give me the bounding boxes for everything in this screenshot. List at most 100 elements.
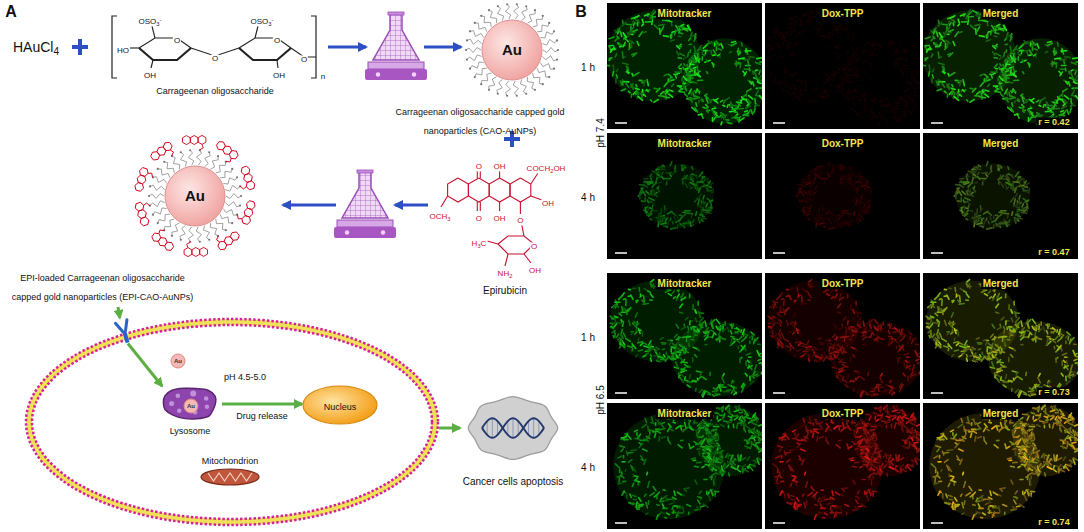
mito-signal	[913, 78, 918, 81]
sugar-chain	[537, 68, 549, 77]
mito-signal	[1064, 100, 1067, 103]
sugar-chain	[150, 201, 165, 207]
mito-signal	[1011, 73, 1014, 75]
mito-signal	[673, 172, 675, 175]
mito-signal	[678, 35, 681, 37]
drug-ring	[215, 140, 227, 152]
mito-signal	[856, 74, 858, 77]
mito-signal	[639, 193, 641, 199]
mito-signal	[878, 122, 881, 125]
mito-signal	[970, 100, 974, 103]
mito-signal	[919, 78, 920, 81]
mito-signal	[938, 63, 944, 64]
sugar-end	[480, 83, 482, 85]
mito-signal	[656, 168, 659, 170]
mito-signal	[892, 111, 895, 113]
mito-signal	[820, 217, 823, 219]
mito-signal	[858, 218, 864, 220]
mito-signal	[738, 108, 743, 110]
mito-signal	[618, 44, 622, 45]
gold-core	[165, 166, 225, 226]
mito-signal	[874, 46, 876, 50]
drug-tail	[240, 184, 246, 190]
mito-signal	[643, 185, 647, 187]
mito-signal	[1061, 50, 1067, 52]
mito-signal	[823, 220, 824, 222]
mito-signal	[802, 198, 804, 201]
mito-signal	[784, 23, 789, 25]
mito-signal	[699, 48, 702, 51]
sugar-chain	[470, 62, 484, 69]
mito-signal	[949, 30, 953, 32]
sugar-chain	[189, 227, 194, 242]
sugar-end	[465, 49, 467, 51]
mito-signal	[669, 36, 672, 38]
mito-signal	[812, 100, 816, 103]
mito-signal	[647, 14, 649, 16]
mito-signal	[1048, 105, 1053, 107]
mito-signal	[885, 122, 890, 123]
mito-signal	[845, 65, 846, 67]
mito-signal	[829, 23, 831, 25]
mito-signal	[1070, 108, 1071, 112]
mito-signal	[868, 200, 870, 203]
mito-signal	[856, 218, 857, 223]
mito-signal	[671, 228, 676, 229]
mito-signal	[1005, 89, 1008, 94]
mito-signal	[809, 210, 811, 211]
mito-signal	[839, 215, 843, 218]
mito-signal	[732, 116, 737, 118]
mito-signal	[780, 63, 786, 64]
mito-signal	[859, 210, 861, 214]
mito-signal	[824, 20, 830, 22]
mito-signal	[995, 91, 1001, 93]
mito-signal	[681, 78, 683, 81]
dna-strand	[482, 418, 544, 437]
mito-signal	[999, 76, 1002, 80]
drug-tail	[147, 172, 153, 177]
mito-signal	[950, 16, 955, 19]
mito-signal	[825, 79, 827, 82]
mito-signal	[808, 178, 811, 180]
mito-signal	[757, 88, 759, 91]
mito-signal	[684, 64, 685, 66]
bond-line	[477, 202, 478, 211]
mito-signal	[991, 71, 997, 73]
sugar-end	[469, 68, 471, 70]
mito-signal	[986, 40, 990, 41]
sugar-chain	[220, 169, 232, 178]
mito-signal	[683, 67, 684, 69]
mito-signal	[689, 89, 692, 94]
mito-signal	[1014, 71, 1016, 72]
mito-signal	[716, 41, 719, 45]
mito-signal	[852, 46, 853, 52]
mito-signal	[947, 84, 949, 89]
mito-signal	[1032, 44, 1036, 46]
mito-signal	[745, 106, 750, 108]
mito-signal	[1013, 67, 1014, 71]
mito-signal	[620, 31, 621, 36]
mito-signal	[864, 98, 866, 103]
oligosaccharide-shell	[149, 150, 241, 241]
bond-line	[139, 48, 191, 60]
mito-signal	[808, 219, 810, 220]
mito-signal	[1063, 99, 1067, 103]
cell-glow	[798, 163, 872, 229]
mito-signal	[849, 179, 852, 182]
mito-signal	[852, 174, 856, 178]
mito-signal	[703, 54, 705, 55]
organelle-name: Nucleus	[324, 395, 357, 414]
mito-signal	[1006, 69, 1008, 70]
mito-signal	[829, 228, 834, 229]
mito-signal	[827, 74, 831, 77]
mito-signal	[760, 76, 762, 78]
mito-signal	[635, 20, 639, 23]
flow-arrow	[439, 427, 460, 430]
dna-rung	[528, 421, 529, 435]
bound-epirubicin	[235, 165, 256, 192]
mito-signal	[689, 44, 691, 46]
sugar-end	[542, 15, 544, 17]
channel-name: Merged	[981, 8, 1021, 19]
mito-signal	[1034, 49, 1038, 50]
mito-signal	[797, 32, 801, 37]
